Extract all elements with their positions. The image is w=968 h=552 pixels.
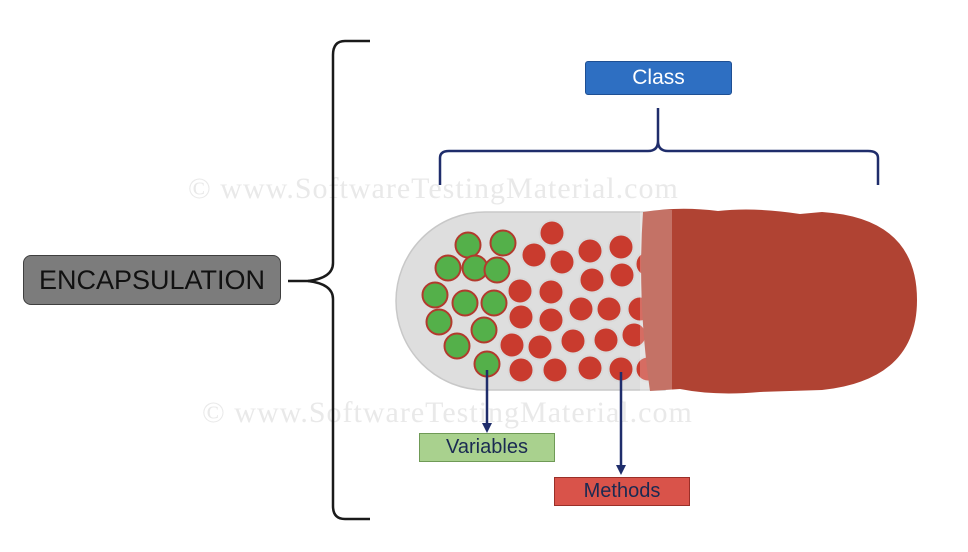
- method-ball: [538, 219, 566, 247]
- method-ball: [537, 278, 565, 306]
- method-ball: [608, 261, 636, 289]
- methods-arrowhead: [616, 465, 626, 475]
- method-ball: [526, 333, 554, 361]
- method-ball: [578, 266, 606, 294]
- method-ball: [592, 326, 620, 354]
- method-ball: [541, 356, 569, 384]
- variable-ball: [434, 254, 462, 282]
- variable-ball: [470, 316, 498, 344]
- watermark-bottom: © www.SoftwareTestingMaterial.com: [202, 396, 693, 429]
- variables-arrowhead: [482, 423, 492, 433]
- variable-ball: [483, 256, 511, 284]
- encapsulation-label: ENCAPSULATION: [23, 255, 281, 305]
- method-ball: [498, 331, 526, 359]
- method-ball: [537, 306, 565, 334]
- method-ball: [576, 237, 604, 265]
- method-ball: [567, 295, 595, 323]
- method-ball: [607, 233, 635, 261]
- method-ball: [507, 303, 535, 331]
- variable-ball: [451, 289, 479, 317]
- capsule-red-half: [641, 208, 917, 394]
- method-ball: [576, 354, 604, 382]
- method-ball: [595, 295, 623, 323]
- methods-label: Methods: [554, 477, 690, 506]
- method-ball: [506, 277, 534, 305]
- variable-ball: [425, 308, 453, 336]
- class-brace: [438, 108, 880, 185]
- capsule-overlap-band: [640, 210, 672, 391]
- variable-ball: [443, 332, 471, 360]
- variable-ball: [489, 229, 517, 257]
- variables-label: Variables: [419, 433, 555, 462]
- method-ball: [520, 241, 548, 269]
- watermark-top: © www.SoftwareTestingMaterial.com: [188, 172, 679, 205]
- method-ball: [548, 248, 576, 276]
- encapsulation-brace: [307, 39, 370, 521]
- method-ball: [559, 327, 587, 355]
- method-ball: [507, 356, 535, 384]
- variable-ball: [421, 281, 449, 309]
- variable-ball: [480, 289, 508, 317]
- class-label: Class: [585, 61, 732, 95]
- variable-ball: [454, 231, 482, 259]
